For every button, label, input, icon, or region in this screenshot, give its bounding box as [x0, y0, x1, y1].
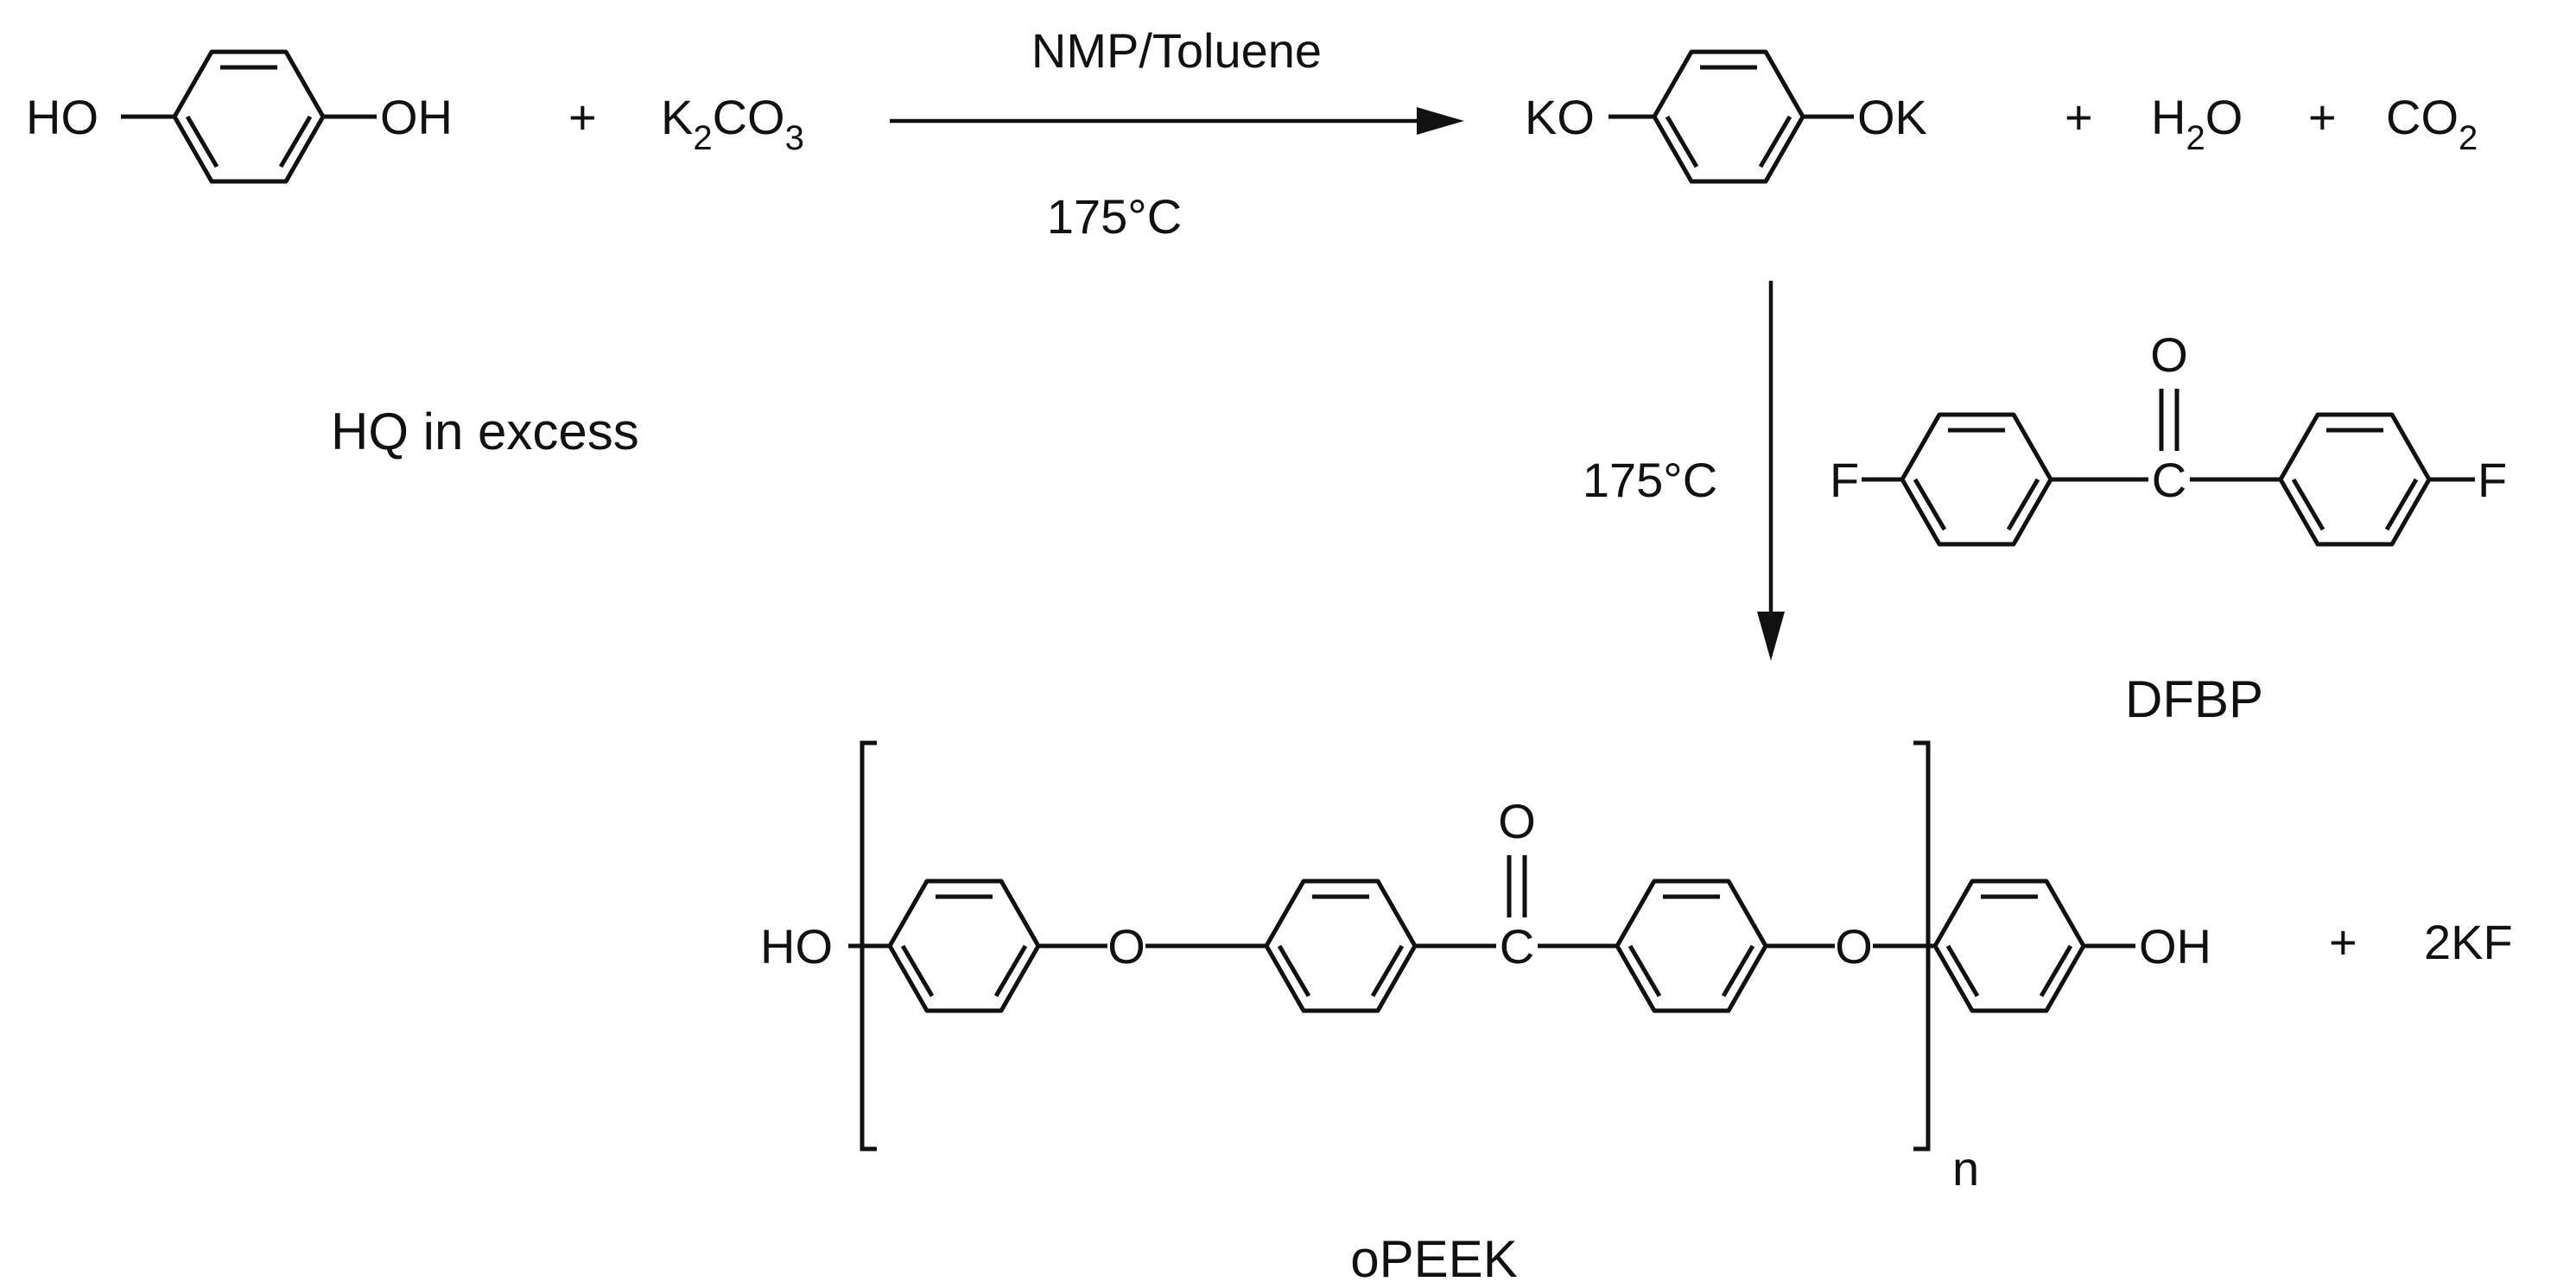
dfbp-right-ring — [2278, 412, 2432, 547]
khq-double-bond — [1758, 115, 1792, 168]
dfbp-double-bond — [2384, 478, 2419, 531]
product-ring-1 — [887, 879, 1041, 1013]
khq-right-label: OK — [1857, 90, 1927, 144]
khq-left-label: KO — [1525, 90, 1595, 144]
product-ring-2 — [1264, 879, 1418, 1013]
co2-subscript-2: 2 — [2459, 119, 2478, 157]
hq-double-bond — [185, 115, 219, 168]
product-name: oPEEK — [1350, 1230, 1517, 1288]
hq-ring — [172, 49, 326, 184]
dfbp-left-ring — [1900, 412, 2053, 547]
hq-left-label: HO — [26, 90, 98, 144]
plus-sign: + — [2065, 90, 2093, 144]
product-ether-o2-label: O — [1835, 919, 1873, 974]
conditions-solvent: NMP/Toluene — [1031, 23, 1322, 78]
product-end-right-label: OH — [2139, 919, 2211, 974]
base-subscript-3: 3 — [785, 119, 804, 157]
base-co: CO — [713, 90, 785, 144]
base-subscript-2: 2 — [693, 119, 712, 157]
product-ether-o1-label: O — [1107, 919, 1145, 974]
water-h: H — [2151, 90, 2186, 144]
product-ring-3 — [1615, 879, 1768, 1013]
plus-sign: + — [2329, 915, 2357, 969]
plus-sign: + — [568, 90, 597, 144]
hydroquinone: HO OH — [26, 49, 453, 184]
product-end-left-label: HO — [760, 919, 833, 974]
dipotassium-hydroquinone: KO OK — [1525, 49, 1927, 184]
dfbp-double-bond — [2006, 478, 2040, 531]
product-ring-double-bond — [1721, 944, 1755, 998]
product-ring-double-bond — [1370, 944, 1405, 998]
product-ring-double-bond — [900, 944, 935, 998]
product-ring-double-bond — [993, 944, 1028, 998]
plus-sign: + — [2308, 90, 2337, 144]
water-o: O — [2205, 90, 2243, 144]
product-polymer: HO O O C O n OH — [760, 740, 2211, 1196]
base-k: K — [661, 90, 693, 144]
co2-co: CO — [2386, 90, 2459, 144]
product-ring-double-bond — [1627, 944, 1662, 998]
khq-double-bond — [1665, 115, 1699, 168]
water-formula: H2O — [2151, 90, 2243, 157]
product-ring-double-bond — [1945, 944, 1980, 998]
dfbp-double-bond — [1913, 478, 1947, 531]
reaction-arrow-1 — [890, 107, 1464, 135]
product-carbonyl-c-label: C — [1500, 919, 1534, 974]
product-ring-double-bond — [1277, 944, 1311, 998]
dfbp-carbonyl-c-label: C — [2152, 453, 2186, 507]
conditions-temperature-1: 175°C — [1047, 189, 1182, 244]
hq-double-bond — [278, 115, 313, 168]
hq-right-label: OH — [380, 90, 453, 144]
product-carbonyl-o-label: O — [1498, 794, 1536, 848]
dfbp-f-left-label: F — [1830, 453, 1859, 507]
product-ring-double-bond — [2039, 944, 2073, 998]
dfbp-f-right-label: F — [2478, 453, 2507, 507]
dfbp-carbonyl-o-label: O — [2150, 327, 2188, 382]
water-subscript-2: 2 — [2186, 119, 2205, 157]
co2-formula: CO2 — [2386, 90, 2478, 157]
reaction-arrow-2 — [1757, 281, 1785, 661]
dfbp-double-bond — [2291, 478, 2325, 531]
repeat-unit-n: n — [1952, 1141, 1979, 1196]
khq-ring — [1652, 49, 1805, 184]
product-ring-4 — [1932, 879, 2086, 1013]
dfbp-name: DFBP — [2125, 670, 2263, 728]
dfbp-molecule: F O C F — [1830, 327, 2507, 547]
conditions-temperature-2: 175°C — [1583, 453, 1717, 507]
base-formula: K2CO3 — [661, 90, 804, 157]
excess-note: HQ in excess — [331, 403, 639, 460]
byproduct-kf: 2KF — [2424, 915, 2513, 969]
